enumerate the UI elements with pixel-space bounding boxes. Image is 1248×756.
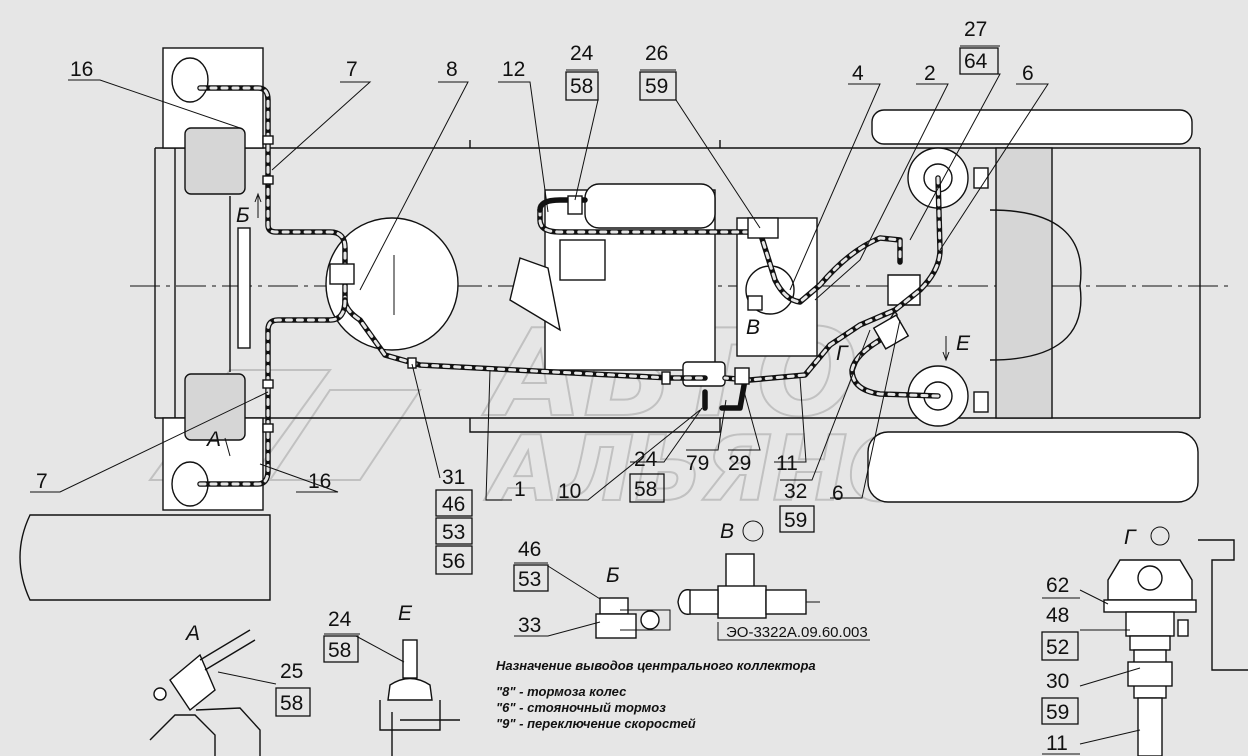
detail-a-title: А — [184, 622, 200, 645]
detail-v: В ЭО-3322А.09.60.003 — [677, 520, 870, 641]
callout-59: 59 — [645, 75, 668, 98]
legend-item-3: "9" - переключение скоростей — [496, 716, 696, 731]
callout-12: 12 — [502, 58, 525, 81]
view-markers: Б А В Г Е — [205, 192, 971, 457]
callout-64: 64 — [964, 50, 988, 73]
callout-box-59 — [639, 71, 677, 101]
callout-1: 1 — [514, 478, 526, 501]
callout-labels: 16 7 8 12 24 58 26 59 4 2 27 64 6 7 16 3… — [36, 18, 1034, 575]
callout-4: 4 — [852, 62, 864, 85]
callout-31: 31 — [442, 466, 465, 489]
callout-24-mid: 24 — [634, 448, 658, 471]
callout-24-top: 24 — [570, 42, 594, 65]
callout-46: 46 — [442, 493, 465, 516]
callout-29: 29 — [728, 452, 751, 475]
detail-g-callout-62: 62 — [1046, 574, 1069, 597]
marker-b: Б — [236, 204, 250, 227]
detail-v-title: В — [720, 520, 734, 543]
callout-box-64 — [959, 47, 999, 75]
callout-16-bottom: 16 — [308, 470, 331, 493]
detail-g-title: Г — [1124, 526, 1137, 549]
detail-a-callout-58: 58 — [280, 692, 303, 715]
marker-e: Е — [956, 332, 971, 355]
detail-b-callout-33: 33 — [518, 614, 541, 637]
callout-79: 79 — [686, 452, 709, 475]
callout-26: 26 — [645, 42, 668, 65]
callout-53: 53 — [442, 521, 465, 544]
detail-e-title: Е — [398, 602, 413, 625]
legend-item-1: "8" - тормоза колес — [496, 684, 627, 699]
detail-g-callout-11: 11 — [1046, 732, 1068, 755]
callout-58-mid: 58 — [634, 478, 657, 501]
detail-b-callout-46: 46 — [518, 538, 541, 561]
detail-g-callout-59: 59 — [1046, 701, 1069, 724]
marker-a: А — [205, 428, 221, 451]
callout-8: 8 — [446, 58, 458, 81]
callout-2: 2 — [924, 62, 936, 85]
detail-b-title: Б — [606, 564, 620, 587]
detail-v-drawing-code: ЭО-3322А.09.60.003 — [726, 624, 868, 641]
callout-11: 11 — [776, 452, 798, 475]
callout-16-top: 16 — [70, 58, 93, 81]
callout-6-bottom: 6 — [832, 482, 844, 505]
marker-v: В — [746, 316, 760, 339]
detail-b: 46 53 Б 33 — [513, 538, 671, 639]
detail-b-callout-53: 53 — [518, 568, 541, 591]
detail-g-callout-30: 30 — [1046, 670, 1069, 693]
detail-a-callout-25: 25 — [280, 660, 303, 683]
marker-g: Г — [836, 342, 849, 365]
pipe-fittings — [262, 135, 910, 433]
detail-e-callout-24: 24 — [328, 608, 352, 631]
legend-title: Назначение выводов центрального коллекто… — [496, 658, 816, 673]
detail-a: А 25 58 — [149, 622, 311, 756]
detail-g-callout-52: 52 — [1046, 636, 1069, 659]
callout-7-top: 7 — [346, 58, 358, 81]
callout-10: 10 — [558, 480, 581, 503]
detail-e-callout-58: 58 — [328, 639, 351, 662]
callout-6-top: 6 — [1022, 62, 1034, 85]
detail-g: Г 62 48 52 30 59 11 — [1041, 526, 1248, 756]
watermark-bottom: АЛЬЯНС — [484, 417, 914, 522]
callout-58-top: 58 — [570, 75, 593, 98]
callout-7-bottom: 7 — [36, 470, 48, 493]
detail-e: Е 24 58 — [323, 602, 460, 756]
legend: Назначение выводов центрального коллекто… — [496, 658, 816, 731]
legend-item-2: "6" - стояночный тормоз — [496, 700, 666, 715]
callout-32: 32 — [784, 480, 807, 503]
detail-g-callout-48: 48 — [1046, 604, 1069, 627]
rear-axle — [867, 109, 1199, 503]
callout-59-bottom: 59 — [784, 509, 807, 532]
callout-27: 27 — [964, 18, 987, 41]
callout-box-58-top — [565, 71, 599, 101]
callout-56: 56 — [442, 550, 465, 573]
front-axle — [19, 47, 271, 601]
